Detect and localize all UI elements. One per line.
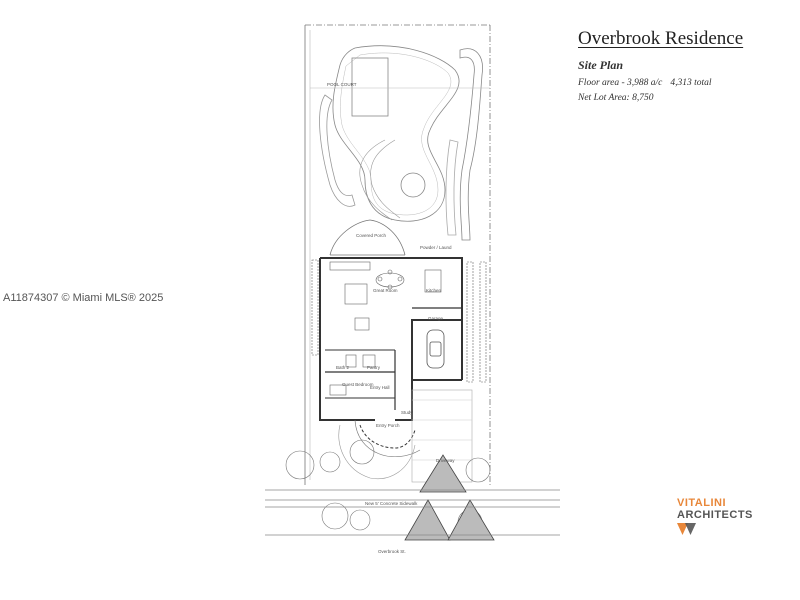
label-kitchen: Kitchen xyxy=(426,288,442,293)
sidewalk-street xyxy=(265,489,560,536)
driveway-markers xyxy=(404,454,495,541)
label-entry-hall: Entry Hall xyxy=(370,385,390,390)
label-street: Overbrook St. xyxy=(378,549,406,554)
label-entry-porch: Entry Porch xyxy=(376,423,400,428)
label-driveway: Driveway xyxy=(436,458,455,463)
label-pool-court: POOL COURT xyxy=(327,82,357,87)
label-great-room: Great Room xyxy=(373,288,398,293)
label-sidewalk: New 5' Concrete Sidewalk xyxy=(365,501,418,506)
logo-line2: ARCHITECTS xyxy=(677,509,753,521)
architect-logo: VITALINI ARCHITECTS xyxy=(677,498,787,535)
floor-area-line: Floor area - 3,988 a/c 4,313 total xyxy=(578,78,788,88)
lot-area: Net Lot Area: 8,750 xyxy=(578,93,654,103)
label-bath: Bath 2 xyxy=(336,365,350,370)
label-guest-bedroom: Guest Bedroom xyxy=(342,382,374,387)
car-icon xyxy=(426,329,445,369)
mls-watermark: A11874307 © Miami MLS® 2025 xyxy=(3,292,164,304)
label-covered-porch: Covered Porch xyxy=(356,233,387,238)
lot-boundary xyxy=(304,24,491,485)
logo-mark-icon xyxy=(677,523,696,535)
interior-fixtures xyxy=(329,261,442,396)
title-block: Overbrook Residence Site Plan Floor area… xyxy=(578,28,788,103)
entry-porch xyxy=(354,419,421,457)
floor-area: Floor area - 3,988 a/c xyxy=(578,78,663,88)
hedges xyxy=(311,259,487,383)
covered-porch xyxy=(329,219,406,256)
label-garage: Garage xyxy=(428,316,444,321)
label-pantry: Pantry xyxy=(367,365,381,370)
page-subtitle: Site Plan xyxy=(578,58,624,72)
garden-path xyxy=(359,139,401,221)
pool-garden xyxy=(310,45,490,241)
label-powder: Powder / Laund xyxy=(420,245,452,250)
logo-line1: VITALINI xyxy=(677,497,727,509)
total-area: 4,313 total xyxy=(670,78,712,88)
label-study: Study xyxy=(401,410,413,415)
page-title: Overbrook Residence xyxy=(578,28,744,49)
